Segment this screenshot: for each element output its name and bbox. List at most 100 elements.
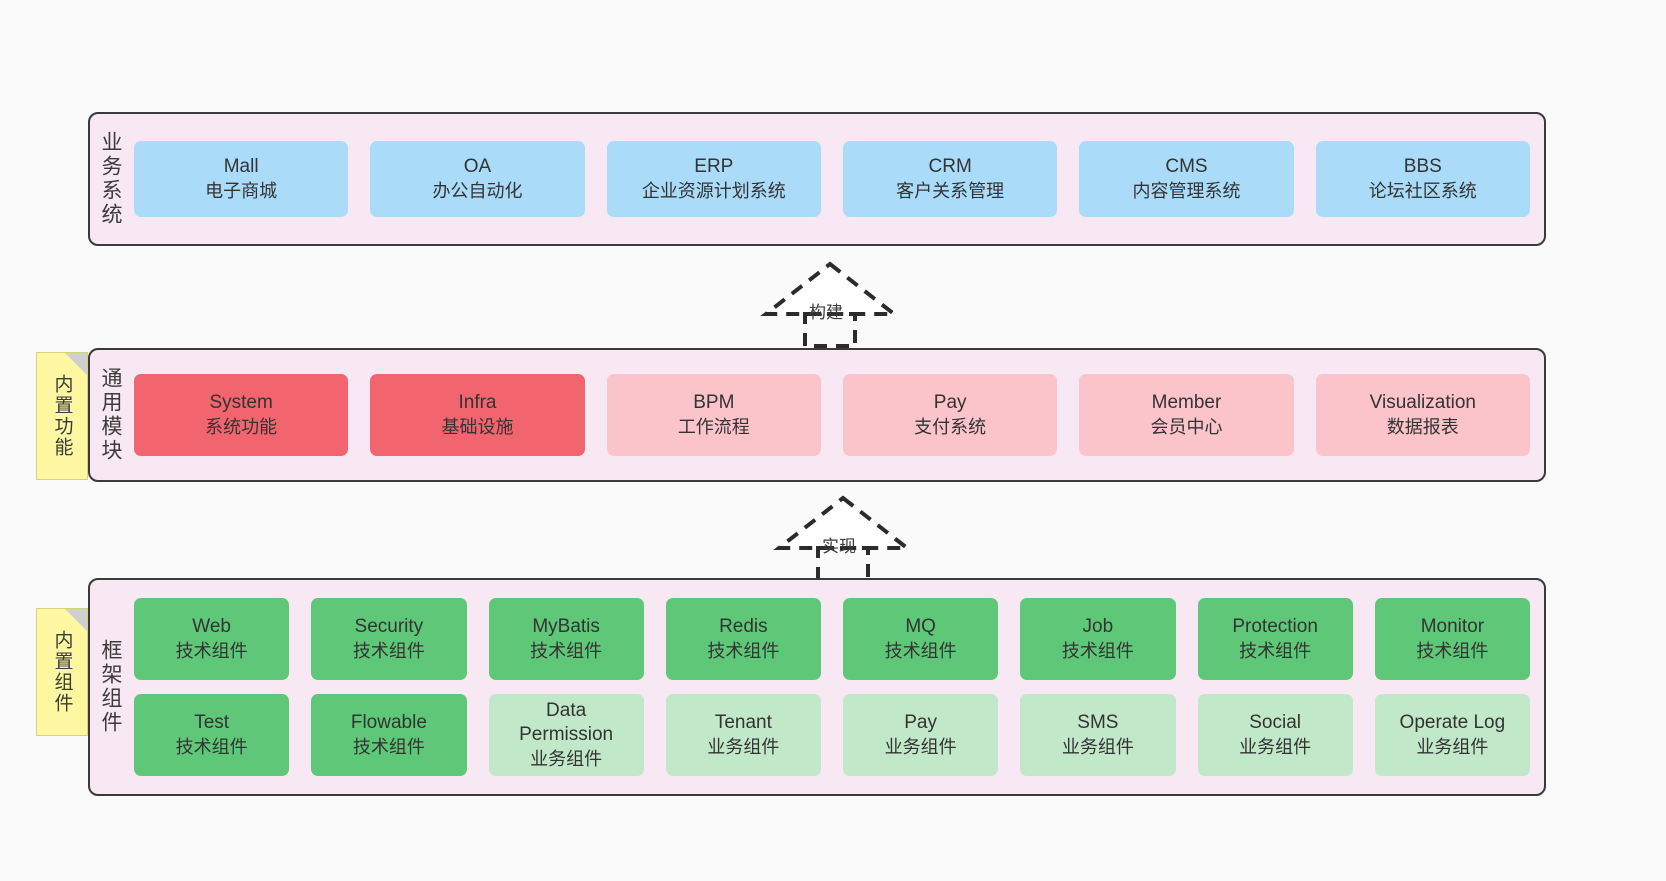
node-mall[interactable]: Mall 电子商城 bbox=[134, 141, 349, 217]
node-data-permission-title: Data Permission bbox=[519, 700, 614, 746]
node-cms-subtitle: 内容管理系统 bbox=[1132, 180, 1241, 201]
node-redis-title: Redis bbox=[719, 616, 768, 638]
node-job-title: Job bbox=[1082, 616, 1114, 638]
node-protection-subtitle: 技术组件 bbox=[1239, 640, 1312, 661]
node-crm-subtitle: 客户关系管理 bbox=[896, 180, 1005, 201]
connector-implement: 实现 bbox=[770, 492, 916, 582]
node-security-subtitle: 技术组件 bbox=[352, 640, 425, 661]
node-visualization[interactable]: Visualization 数据报表 bbox=[1315, 374, 1530, 456]
node-data-permission-subtitle: 业务组件 bbox=[530, 748, 603, 769]
node-system-title: System bbox=[209, 392, 273, 414]
layer-framework-component: 框架组件 Web 技术组件 Security 技术组件 MyBatis 技术组件… bbox=[88, 578, 1546, 796]
node-visualization-subtitle: 数据报表 bbox=[1386, 416, 1459, 437]
node-erp-subtitle: 企业资源计划系统 bbox=[641, 180, 786, 201]
note-builtin-function-label: 内置功能 bbox=[51, 374, 73, 458]
node-oa-subtitle: 办公自动化 bbox=[432, 180, 523, 201]
node-erp-title: ERP bbox=[694, 156, 734, 178]
node-infra-title: Infra bbox=[458, 392, 497, 414]
node-tenant[interactable]: Tenant 业务组件 bbox=[665, 694, 821, 776]
node-mybatis-subtitle: 技术组件 bbox=[530, 640, 603, 661]
node-job-subtitle: 技术组件 bbox=[1061, 640, 1134, 661]
connector-implement-label: 实现 bbox=[822, 537, 856, 556]
node-test[interactable]: Test 技术组件 bbox=[134, 694, 290, 776]
node-job[interactable]: Job 技术组件 bbox=[1020, 598, 1176, 680]
layer-common-module: 通用模块 System 系统功能 Infra 基础设施 BPM 工作流程 Pay… bbox=[88, 348, 1546, 482]
node-operate-log-subtitle: 业务组件 bbox=[1416, 736, 1489, 757]
layer-common-module-row: System 系统功能 Infra 基础设施 BPM 工作流程 Pay 支付系统… bbox=[134, 374, 1530, 456]
node-mall-title: Mall bbox=[223, 156, 259, 178]
node-operate-log-title: Operate Log bbox=[1399, 712, 1506, 734]
node-bbs[interactable]: BBS 论坛社区系统 bbox=[1315, 141, 1530, 217]
node-pay-module-title: Pay bbox=[933, 392, 967, 414]
node-pay-module[interactable]: Pay 支付系统 bbox=[842, 374, 1058, 456]
node-tenant-subtitle: 业务组件 bbox=[707, 736, 780, 757]
layer-framework-component-label: 框架组件 bbox=[99, 639, 123, 735]
node-mybatis[interactable]: MyBatis 技术组件 bbox=[488, 598, 644, 680]
node-security-title: Security bbox=[354, 616, 424, 638]
node-tenant-title: Tenant bbox=[714, 712, 772, 734]
node-bbs-subtitle: 论坛社区系统 bbox=[1368, 180, 1477, 201]
node-bpm-subtitle: 工作流程 bbox=[677, 416, 750, 437]
node-mall-subtitle: 电子商城 bbox=[205, 180, 278, 201]
node-pay-component-subtitle: 业务组件 bbox=[884, 736, 957, 757]
node-member-subtitle: 会员中心 bbox=[1150, 416, 1223, 437]
note-builtin-component-label: 内置组件 bbox=[51, 630, 73, 714]
node-monitor-title: Monitor bbox=[1420, 616, 1485, 638]
node-web-title: Web bbox=[192, 616, 231, 638]
node-mybatis-title: MyBatis bbox=[532, 616, 600, 638]
node-member[interactable]: Member 会员中心 bbox=[1079, 374, 1294, 456]
node-monitor-subtitle: 技术组件 bbox=[1416, 640, 1489, 661]
node-cms[interactable]: CMS 内容管理系统 bbox=[1079, 141, 1294, 217]
node-cms-title: CMS bbox=[1165, 156, 1208, 178]
node-crm[interactable]: CRM 客户关系管理 bbox=[842, 141, 1058, 217]
node-pay-component-title: Pay bbox=[904, 712, 937, 734]
node-web[interactable]: Web 技术组件 bbox=[134, 598, 290, 680]
note-builtin-component: 内置组件 bbox=[36, 608, 88, 736]
node-test-title: Test bbox=[194, 712, 230, 734]
node-bbs-title: BBS bbox=[1403, 156, 1442, 178]
node-operate-log[interactable]: Operate Log 业务组件 bbox=[1374, 694, 1530, 776]
connector-build: 构建 bbox=[757, 258, 903, 348]
node-mq-title: MQ bbox=[905, 616, 936, 638]
node-security[interactable]: Security 技术组件 bbox=[311, 598, 467, 680]
node-redis-subtitle: 技术组件 bbox=[707, 640, 780, 661]
layer-business-system: 业务系统 Mall 电子商城 OA 办公自动化 ERP 企业资源计划系统 CRM… bbox=[88, 112, 1546, 246]
node-social-title: Social bbox=[1249, 712, 1301, 734]
node-protection-title: Protection bbox=[1232, 616, 1318, 638]
node-sms-title: SMS bbox=[1077, 712, 1119, 734]
node-system[interactable]: System 系统功能 bbox=[134, 374, 349, 456]
node-mq-subtitle: 技术组件 bbox=[884, 640, 957, 661]
node-oa[interactable]: OA 办公自动化 bbox=[370, 141, 585, 217]
layer-framework-row-technical: Web 技术组件 Security 技术组件 MyBatis 技术组件 Redi… bbox=[134, 598, 1530, 680]
node-bpm-title: BPM bbox=[693, 392, 735, 414]
node-protection[interactable]: Protection 技术组件 bbox=[1197, 598, 1353, 680]
node-monitor[interactable]: Monitor 技术组件 bbox=[1374, 598, 1530, 680]
node-mq[interactable]: MQ 技术组件 bbox=[843, 598, 999, 680]
node-redis[interactable]: Redis 技术组件 bbox=[665, 598, 821, 680]
node-pay-component[interactable]: Pay 业务组件 bbox=[843, 694, 999, 776]
node-erp[interactable]: ERP 企业资源计划系统 bbox=[606, 141, 821, 217]
node-social-subtitle: 业务组件 bbox=[1239, 736, 1312, 757]
note-fold-corner-icon bbox=[65, 353, 87, 375]
layer-business-system-body: Mall 电子商城 OA 办公自动化 ERP 企业资源计划系统 CRM 客户关系… bbox=[130, 114, 1544, 244]
layer-common-module-label: 通用模块 bbox=[99, 367, 123, 463]
node-infra-subtitle: 基础设施 bbox=[441, 416, 514, 437]
node-data-permission[interactable]: Data Permission 业务组件 bbox=[488, 694, 644, 776]
layer-common-module-body: System 系统功能 Infra 基础设施 BPM 工作流程 Pay 支付系统… bbox=[130, 350, 1544, 480]
node-sms[interactable]: SMS 业务组件 bbox=[1020, 694, 1176, 776]
node-bpm[interactable]: BPM 工作流程 bbox=[606, 374, 821, 456]
node-system-subtitle: 系统功能 bbox=[205, 416, 278, 437]
node-social[interactable]: Social 业务组件 bbox=[1197, 694, 1353, 776]
node-web-subtitle: 技术组件 bbox=[175, 640, 248, 661]
connector-implement-arrow-icon bbox=[773, 495, 913, 582]
note-fold-corner-icon bbox=[65, 609, 87, 631]
layer-business-system-row: Mall 电子商城 OA 办公自动化 ERP 企业资源计划系统 CRM 客户关系… bbox=[134, 141, 1530, 217]
node-visualization-title: Visualization bbox=[1369, 392, 1476, 414]
layer-business-system-label: 业务系统 bbox=[99, 131, 123, 227]
node-infra[interactable]: Infra 基础设施 bbox=[370, 374, 585, 456]
node-member-title: Member bbox=[1151, 392, 1222, 414]
node-sms-subtitle: 业务组件 bbox=[1061, 736, 1134, 757]
layer-framework-row-business: Test 技术组件 Flowable 技术组件 Data Permission … bbox=[134, 694, 1530, 776]
node-flowable[interactable]: Flowable 技术组件 bbox=[311, 694, 467, 776]
